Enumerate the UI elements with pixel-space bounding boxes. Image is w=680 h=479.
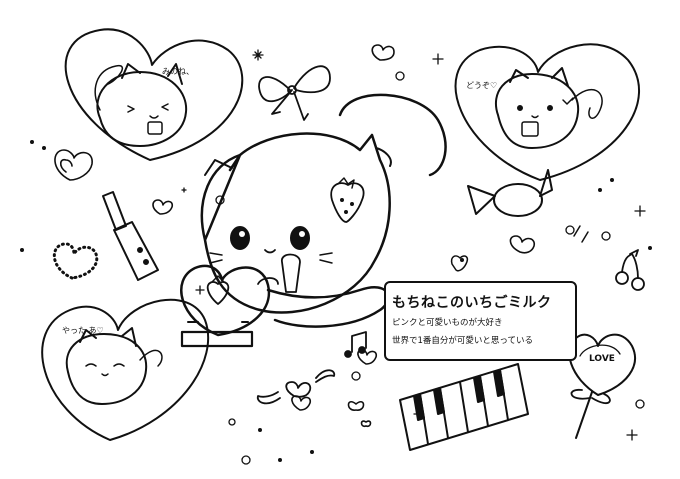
small-hearts-icon bbox=[54, 44, 536, 411]
lipstick-icon bbox=[102, 191, 159, 281]
paw-brush-icon bbox=[257, 253, 301, 293]
bubble-text-top-left: みのね、 bbox=[162, 67, 194, 76]
cat-face-bottom-left-icon bbox=[65, 327, 163, 405]
bubble-text-top-right: どうぞ♡ bbox=[466, 81, 498, 90]
winged-heart-icon bbox=[256, 369, 336, 405]
strawberry-small-icon bbox=[450, 225, 589, 272]
lollipop-icon bbox=[568, 333, 636, 439]
heart-bubble-top-left bbox=[64, 28, 244, 161]
main-cat bbox=[180, 93, 447, 348]
page-title: もちねこのいちごミルク bbox=[392, 295, 552, 311]
description-line-1: ピンクと可愛いものが大好き bbox=[392, 318, 503, 328]
lollipop-label: LOVE bbox=[589, 354, 615, 364]
bow-ribbon-icon bbox=[258, 65, 331, 121]
strawberry-hairpin-icon bbox=[330, 177, 365, 223]
music-note-icon bbox=[344, 331, 367, 358]
dotted-heart-icon bbox=[53, 242, 99, 280]
bubble-text-bottom-left: やった あ♡ bbox=[62, 326, 104, 335]
dots-decoration-icon bbox=[20, 140, 652, 462]
wrapped-candy-icon bbox=[467, 169, 553, 217]
cat-face-top-left-icon bbox=[94, 63, 188, 147]
cat-face-top-right-icon bbox=[495, 67, 603, 149]
sparkles-icon bbox=[181, 49, 646, 441]
piano-keyboard-icon bbox=[399, 363, 529, 451]
cherries-icon bbox=[615, 249, 645, 291]
small-bows-icon bbox=[347, 401, 372, 428]
caption-box bbox=[384, 281, 577, 361]
heart-cushion-icon bbox=[180, 264, 271, 337]
description-line-2: 世界で1番自分が可愛いと思っている bbox=[392, 336, 533, 346]
heart-bubble-top-right bbox=[454, 43, 640, 181]
heart-bubble-bottom-left bbox=[41, 298, 210, 441]
